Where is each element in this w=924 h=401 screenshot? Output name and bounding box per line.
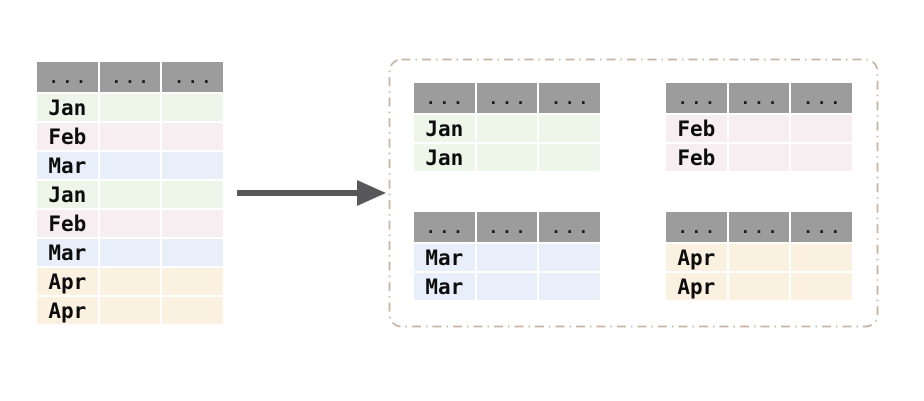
header-cell-dots: ... — [539, 212, 600, 242]
empty-cell — [162, 152, 223, 179]
month-cell: Feb — [37, 210, 98, 237]
month-cell: Apr — [666, 244, 727, 271]
header-cell-dots: ... — [791, 212, 852, 242]
arrow-shaft — [237, 190, 358, 196]
empty-cell — [476, 244, 538, 271]
table-row: Feb — [666, 144, 852, 171]
table-row: Apr — [666, 244, 852, 271]
group-table-jan: ... ... ... Jan Jan — [414, 83, 600, 171]
month-cell: Jan — [414, 144, 475, 171]
empty-cell — [539, 273, 600, 300]
empty-cell — [539, 144, 600, 171]
month-cell: Feb — [666, 115, 727, 142]
table-row: Feb — [666, 115, 852, 142]
header-cell-dots: ... — [666, 83, 727, 113]
header-cell-dots: ... — [414, 83, 475, 113]
table-row: Apr — [37, 297, 223, 324]
empty-cell — [476, 144, 538, 171]
header-cell-dots: ... — [476, 83, 538, 113]
table-row: Feb — [37, 123, 223, 150]
month-cell: Mar — [414, 244, 475, 271]
empty-cell — [99, 152, 161, 179]
grouped-output-container — [388, 58, 879, 328]
header-cell-dots: ... — [476, 212, 538, 242]
group-table-apr: ... ... ... Apr Apr — [666, 212, 852, 300]
empty-cell — [728, 273, 790, 300]
month-cell: Jan — [37, 181, 98, 208]
empty-cell — [99, 123, 161, 150]
empty-cell — [162, 297, 223, 324]
empty-cell — [791, 244, 852, 271]
empty-cell — [162, 239, 223, 266]
month-cell: Apr — [37, 297, 98, 324]
header-cell-dots: ... — [539, 83, 600, 113]
month-cell: Mar — [37, 239, 98, 266]
dashed-border — [388, 58, 879, 328]
empty-cell — [791, 115, 852, 142]
header-cell-dots: ... — [728, 83, 790, 113]
empty-cell — [99, 210, 161, 237]
table-row: Jan — [414, 144, 600, 171]
table-row: Jan — [37, 181, 223, 208]
month-cell: Feb — [666, 144, 727, 171]
header-cell-dots: ... — [728, 212, 790, 242]
empty-cell — [728, 244, 790, 271]
month-cell: Mar — [414, 273, 475, 300]
header-cell-dots: ... — [414, 212, 475, 242]
empty-cell — [99, 239, 161, 266]
table-row: Mar — [37, 239, 223, 266]
empty-cell — [728, 144, 790, 171]
header-cell-dots: ... — [99, 62, 161, 92]
empty-cell — [99, 181, 161, 208]
month-cell: Mar — [37, 152, 98, 179]
group-table-header-row: ... ... ... — [666, 83, 852, 113]
empty-cell — [728, 115, 790, 142]
month-cell: Apr — [666, 273, 727, 300]
table-row: Apr — [666, 273, 852, 300]
month-cell: Jan — [414, 115, 475, 142]
empty-cell — [162, 123, 223, 150]
empty-cell — [791, 144, 852, 171]
source-table: ... ... ... Jan Feb Mar Jan Feb — [37, 62, 223, 324]
empty-cell — [539, 115, 600, 142]
table-row: Mar — [414, 273, 600, 300]
empty-cell — [162, 268, 223, 295]
empty-cell — [539, 244, 600, 271]
empty-cell — [99, 297, 161, 324]
header-cell-dots: ... — [162, 62, 223, 92]
month-cell: Feb — [37, 123, 98, 150]
header-cell-dots: ... — [666, 212, 727, 242]
header-cell-dots: ... — [37, 62, 98, 92]
group-table-header-row: ... ... ... — [414, 212, 600, 242]
arrow-head — [357, 180, 386, 206]
table-row: Apr — [37, 268, 223, 295]
empty-cell — [476, 273, 538, 300]
table-row: Jan — [37, 94, 223, 121]
empty-cell — [476, 115, 538, 142]
group-table-feb: ... ... ... Feb Feb — [666, 83, 852, 171]
table-row: Mar — [414, 244, 600, 271]
table-row: Jan — [414, 115, 600, 142]
group-table-header-row: ... ... ... — [414, 83, 600, 113]
empty-cell — [99, 268, 161, 295]
source-table-header-row: ... ... ... — [37, 62, 223, 92]
empty-cell — [162, 181, 223, 208]
empty-cell — [99, 94, 161, 121]
table-row: Feb — [37, 210, 223, 237]
empty-cell — [791, 273, 852, 300]
header-cell-dots: ... — [791, 83, 852, 113]
month-cell: Jan — [37, 94, 98, 121]
group-table-mar: ... ... ... Mar Mar — [414, 212, 600, 300]
group-table-header-row: ... ... ... — [666, 212, 852, 242]
empty-cell — [162, 94, 223, 121]
month-cell: Apr — [37, 268, 98, 295]
table-row: Mar — [37, 152, 223, 179]
empty-cell — [162, 210, 223, 237]
